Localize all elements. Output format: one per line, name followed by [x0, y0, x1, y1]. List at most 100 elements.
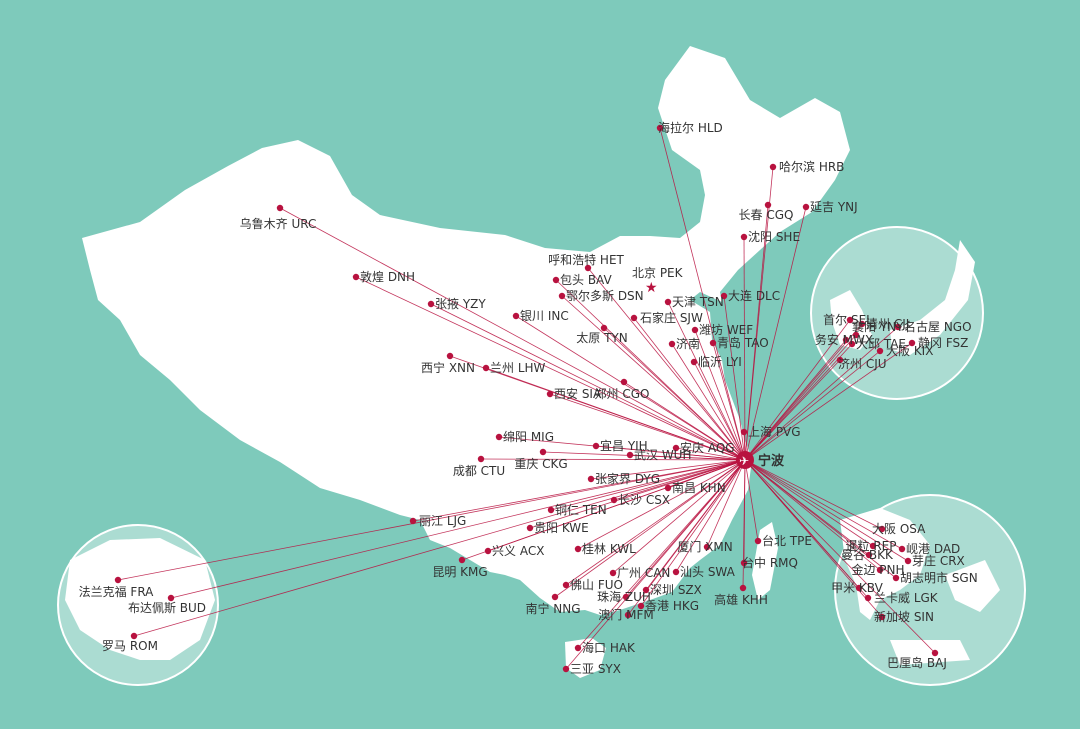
route-line [744, 459, 759, 542]
city-label: 汕头 SWA [680, 565, 736, 579]
route-line [712, 342, 746, 461]
city-label: 银川 INC [520, 309, 569, 323]
city-dot [848, 340, 856, 348]
city-label: 昆明 KMG [432, 565, 487, 579]
city-label: 高雄 KHH [714, 592, 768, 607]
city-label: 新加坡 SIN [874, 609, 934, 624]
route-line [744, 359, 841, 461]
city-dot [898, 545, 906, 553]
city-label: 巴厘岛 BAJ [887, 655, 947, 670]
route-line [480, 458, 746, 461]
city-label: 大连 DLC [728, 288, 780, 303]
city-label: 厦门 XMN [677, 539, 732, 554]
city-label: 珠海 ZUH [597, 589, 651, 604]
route-line [744, 459, 936, 654]
city-dot [656, 124, 664, 132]
route-line [554, 459, 746, 598]
city-dot [703, 543, 711, 551]
city-label: 罗马 ROM [102, 639, 158, 653]
route-line [742, 459, 746, 589]
route-line [595, 445, 746, 461]
route-line [744, 459, 874, 547]
city-dot [409, 517, 417, 525]
city-dot [904, 557, 912, 565]
route-line [667, 301, 746, 461]
route-line [565, 459, 746, 670]
city-dot [427, 300, 435, 308]
city-dot [584, 264, 592, 272]
city-dot [672, 568, 680, 576]
city-label: 天津 TSN [672, 295, 724, 309]
city-dot [130, 632, 138, 640]
city-label: 大阪 OSA [872, 522, 926, 536]
city-dot [802, 203, 810, 211]
city-label: 安庆 AQG [680, 440, 735, 455]
city-label: 甲米 KBV [831, 581, 884, 595]
city-dot [764, 201, 772, 209]
route-line [461, 459, 746, 561]
city-dot [739, 584, 747, 592]
city-label: 潍坊 WEF [699, 322, 753, 337]
city-dot [672, 444, 680, 452]
city-label: 大阪 KIX [886, 344, 933, 358]
city-label: 铜仁 TEN [555, 502, 607, 517]
city-label: 上海 PVG [748, 424, 801, 439]
city-label: 澳门 MFM [598, 607, 653, 622]
route-line [744, 459, 883, 530]
star-icon: ★ [645, 280, 658, 296]
city-dot [526, 524, 534, 532]
city-dot [894, 323, 902, 331]
city-label: 岘港 DAD [906, 542, 960, 556]
city-dot [587, 475, 595, 483]
city-dot [709, 339, 717, 347]
city-label: 鄂尔多斯 DSN [566, 288, 644, 303]
route-line [671, 343, 746, 461]
city-label: 务安 MWX [815, 332, 873, 347]
city-dot [574, 545, 582, 553]
city-dot [592, 442, 600, 450]
city-dot [690, 358, 698, 366]
route-line [603, 327, 746, 461]
city-label: 台中 RMQ [742, 555, 798, 570]
route-line [744, 459, 909, 562]
city-dot [624, 611, 632, 619]
city-label: 丽江 LJG [419, 514, 466, 528]
route-line [744, 206, 807, 461]
city-label: 胡志明市 SGN [900, 570, 978, 585]
city-label: 芽庄 CRX [912, 553, 965, 568]
city-label: 西宁 XNN [421, 360, 475, 375]
route-line [577, 459, 746, 550]
city-dot [740, 233, 748, 241]
city-label: 香港 HKG [645, 599, 699, 613]
city-label: 济州 CJU [838, 356, 887, 371]
city-dot [740, 559, 748, 567]
city-dot [482, 364, 490, 372]
route-line [744, 350, 881, 461]
city-dot [769, 163, 777, 171]
route-line [744, 459, 897, 579]
city-dot [446, 352, 454, 360]
route-line [744, 339, 847, 461]
city-label: 佛山 FUO [570, 578, 623, 592]
route-line [590, 459, 746, 480]
city-label: 沈阳 SHE [748, 229, 800, 244]
route-line [515, 315, 746, 461]
city-dot [352, 273, 360, 281]
city-label: 首尔 SEL [823, 312, 873, 327]
city-label: 清州 CJJ [866, 317, 909, 331]
city-label: 海口 HAK [582, 640, 636, 655]
route-line [706, 459, 746, 548]
city-dot [114, 576, 122, 584]
city-dot [626, 451, 634, 459]
city-label: 乌鲁木齐 URC [240, 216, 317, 231]
city-dot [539, 448, 547, 456]
city-dot [562, 581, 570, 589]
city-dot [855, 584, 863, 592]
route-line [612, 459, 746, 574]
city-dot [836, 356, 844, 364]
route-line [279, 207, 746, 461]
city-label: 兰卡威 LGK [874, 591, 939, 605]
city-dot [637, 602, 645, 610]
